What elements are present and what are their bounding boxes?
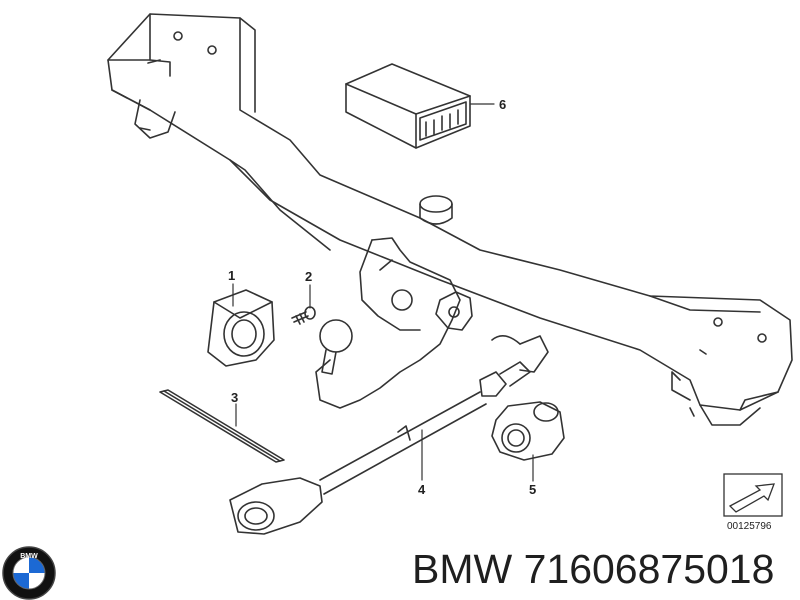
brand-part-number: BMW 71606875018 <box>412 546 775 592</box>
trailer-socket <box>207 289 275 367</box>
direction-arrow-icon <box>723 473 783 517</box>
callout-1: 1 <box>228 268 235 283</box>
leader-lines <box>232 103 534 482</box>
bmw-logo: BMW <box>2 546 56 600</box>
callout-3: 3 <box>231 390 238 405</box>
socket-adapter <box>491 401 565 461</box>
tow-ball-neck <box>315 237 473 409</box>
wiring-harness <box>229 335 549 535</box>
control-module <box>345 63 471 149</box>
logo-letters: BMW <box>20 553 38 560</box>
reference-number: 00125796 <box>727 521 772 532</box>
tow-bar-crossbeam <box>107 13 793 426</box>
callout-2: 2 <box>305 269 312 284</box>
callout-4: 4 <box>418 482 426 497</box>
callout-6: 6 <box>499 97 506 112</box>
callout-5: 5 <box>529 482 536 497</box>
screw <box>291 306 316 325</box>
cable-tie <box>159 389 285 463</box>
